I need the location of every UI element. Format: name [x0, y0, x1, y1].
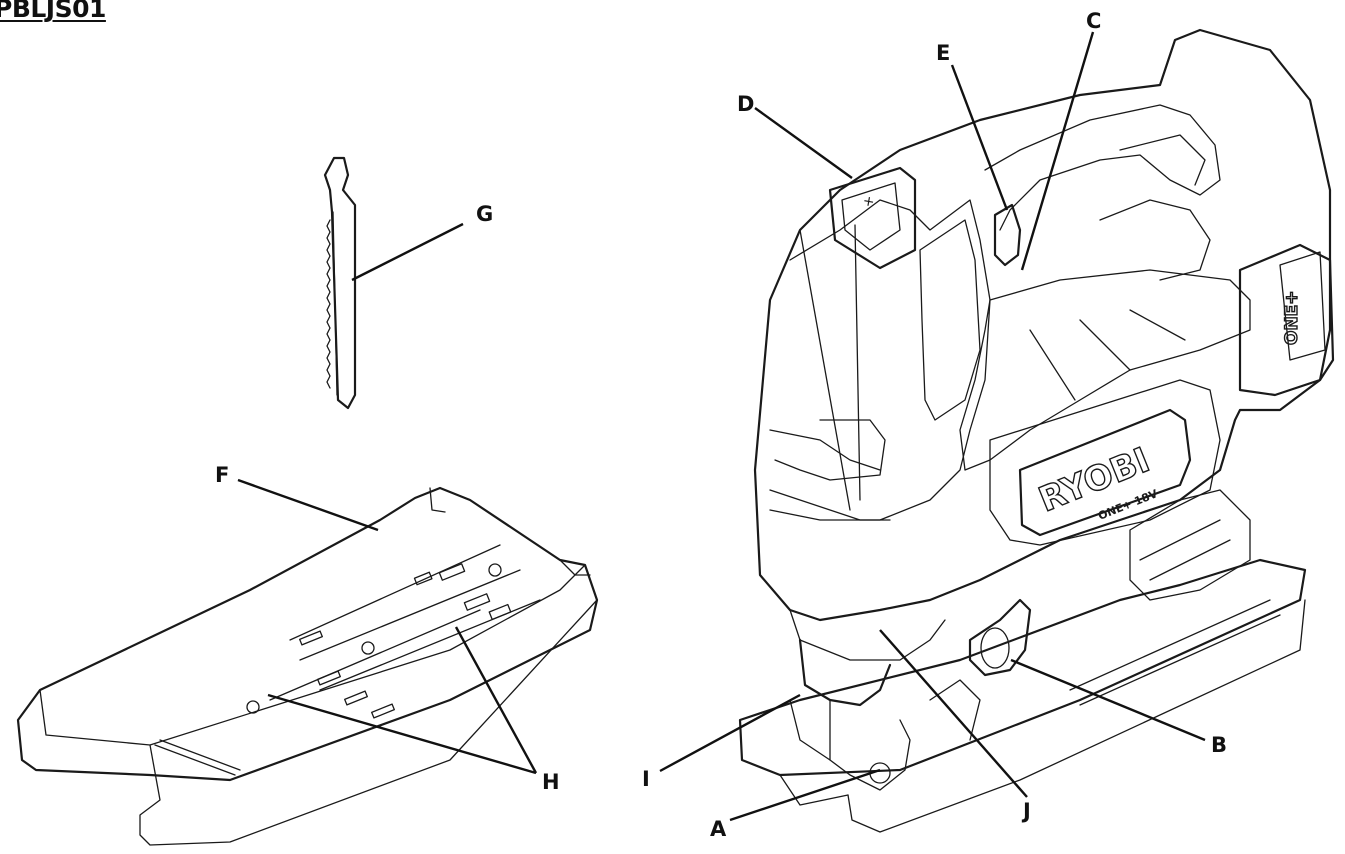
callout-g: G: [476, 202, 493, 226]
shoe-cover-illustration: [16, 486, 599, 846]
saw-blade-illustration: [323, 156, 357, 410]
callout-labels: G F H D E C B I A J: [215, 9, 1227, 841]
jig-saw-illustration: + ONE+ RYOBI ONE+ 18V: [738, 28, 1335, 833]
callout-i: I: [642, 767, 650, 791]
callout-leaders: [237, 31, 1206, 822]
callout-d: D: [737, 92, 754, 116]
callout-j: J: [1021, 799, 1031, 823]
callout-a: A: [710, 817, 727, 841]
callout-b: B: [1211, 733, 1227, 757]
model-number-heading: PBLJS01: [0, 0, 106, 23]
battery-logo: ONE+: [1282, 290, 1302, 345]
callout-f: F: [215, 463, 229, 487]
svg-text:+: +: [860, 194, 878, 208]
callout-c: C: [1086, 9, 1101, 33]
callout-h: H: [542, 770, 560, 794]
callout-e: E: [936, 41, 950, 65]
